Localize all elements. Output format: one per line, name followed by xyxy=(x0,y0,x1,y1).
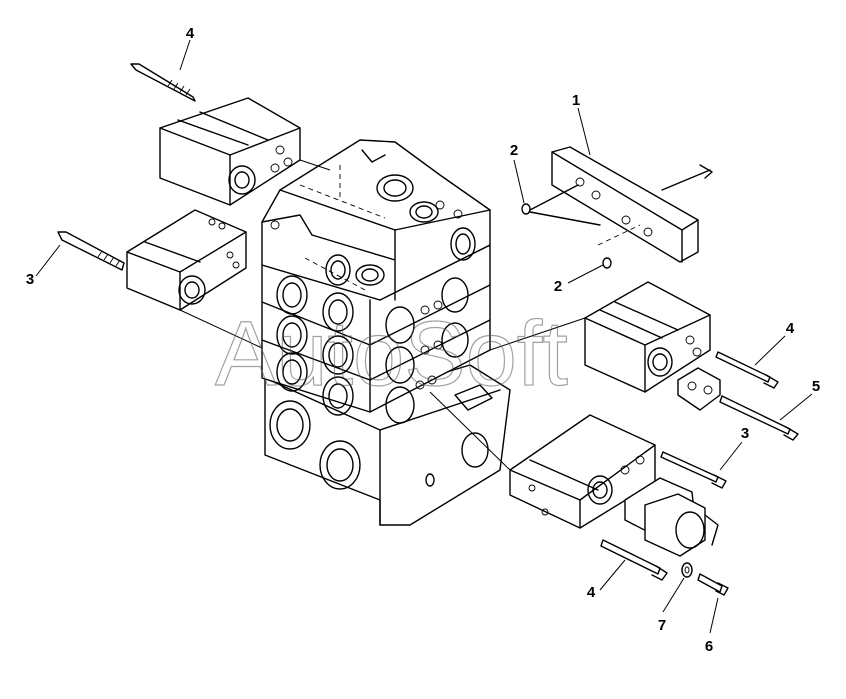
screw-small xyxy=(697,573,729,596)
watermark-text: AutoSoft xyxy=(215,303,568,405)
callout-3-left: 3 xyxy=(26,271,34,288)
bolt-right-lower-cap xyxy=(660,451,727,489)
washer xyxy=(681,562,693,578)
callout-7: 7 xyxy=(658,617,666,634)
bolt-bottom xyxy=(600,539,668,581)
solenoid-end-cap xyxy=(429,391,719,557)
upper-left-end-cap xyxy=(159,97,331,206)
right-middle-end-cap xyxy=(489,281,721,411)
o-ring-lower xyxy=(602,257,612,269)
callout-5: 5 xyxy=(812,378,820,395)
bolt-left-middle xyxy=(57,231,125,271)
callout-4-bottom: 4 xyxy=(587,584,596,601)
callout-3-right: 3 xyxy=(741,425,749,442)
callout-4-right: 4 xyxy=(786,320,795,337)
bracket-plate xyxy=(529,146,713,263)
bolt-upper-left xyxy=(130,63,196,102)
callout-2-lower: 2 xyxy=(554,278,562,295)
callout-1: 1 xyxy=(572,92,580,109)
callout-leaders xyxy=(35,39,813,634)
callout-6: 6 xyxy=(705,638,713,655)
callout-4-top: 4 xyxy=(186,25,195,42)
bolt-right-lower xyxy=(719,395,799,441)
o-ring-upper xyxy=(521,203,531,215)
left-middle-end-cap xyxy=(126,209,263,349)
valve-block xyxy=(261,139,511,526)
bolt-right-upper xyxy=(715,351,779,389)
callout-2-upper: 2 xyxy=(510,142,518,159)
